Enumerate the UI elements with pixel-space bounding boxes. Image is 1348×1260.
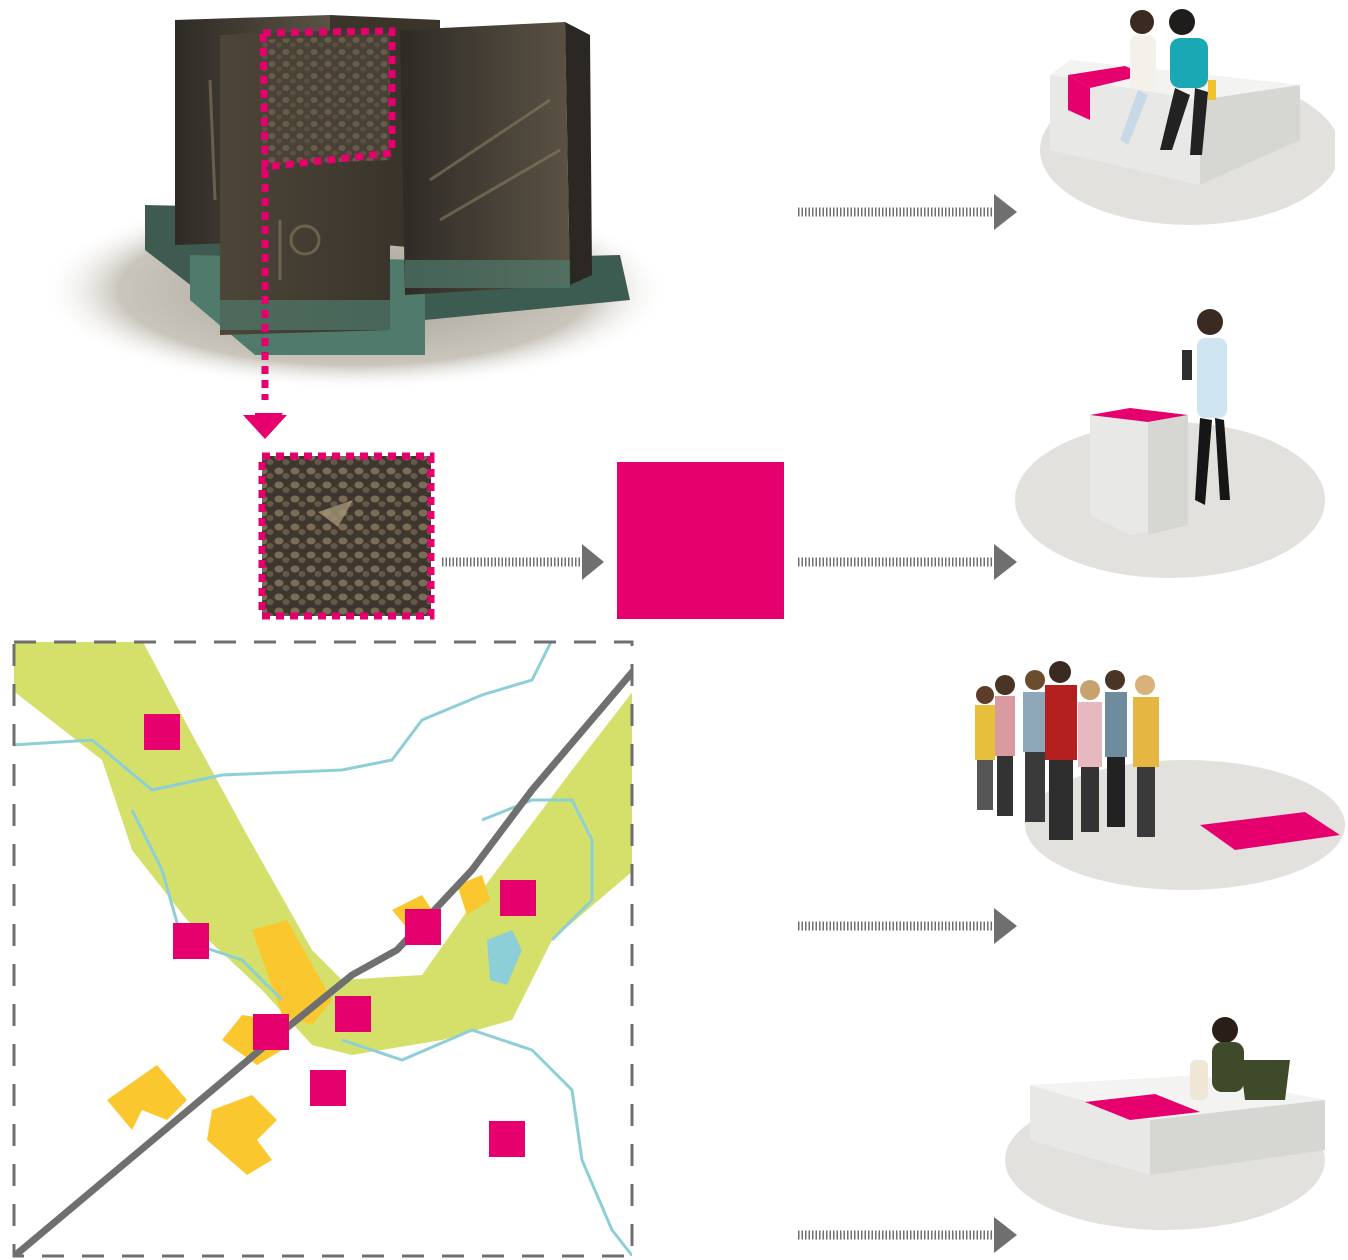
map-marker [310, 1070, 346, 1106]
arrow-to-platform [798, 1215, 1020, 1255]
map-border [12, 640, 634, 1258]
standing-cube-with-man [1010, 300, 1330, 580]
arrow-to-bench [798, 192, 1020, 232]
map-marker [489, 1121, 525, 1157]
bench-with-couple [1030, 0, 1335, 225]
arrow-to-tile [798, 906, 1020, 946]
map-marker [144, 714, 180, 750]
magenta-square [617, 462, 784, 619]
selection-outline [255, 25, 400, 425]
arrow-detail-to-square [442, 542, 607, 582]
map-marker [173, 923, 209, 959]
arrow-to-cube [798, 542, 1020, 582]
low-platform-with-seated-woman [1000, 1000, 1330, 1230]
map-markers [144, 714, 536, 1157]
ground-tile-with-crowd [965, 650, 1348, 890]
relief-detail-panel [258, 452, 435, 620]
pond [487, 930, 522, 985]
map-marker [253, 1014, 289, 1050]
map-marker [405, 909, 441, 945]
down-arrow-icon [243, 413, 287, 441]
map-marker [335, 996, 371, 1032]
map-marker [500, 880, 536, 916]
site-map [12, 640, 634, 1258]
